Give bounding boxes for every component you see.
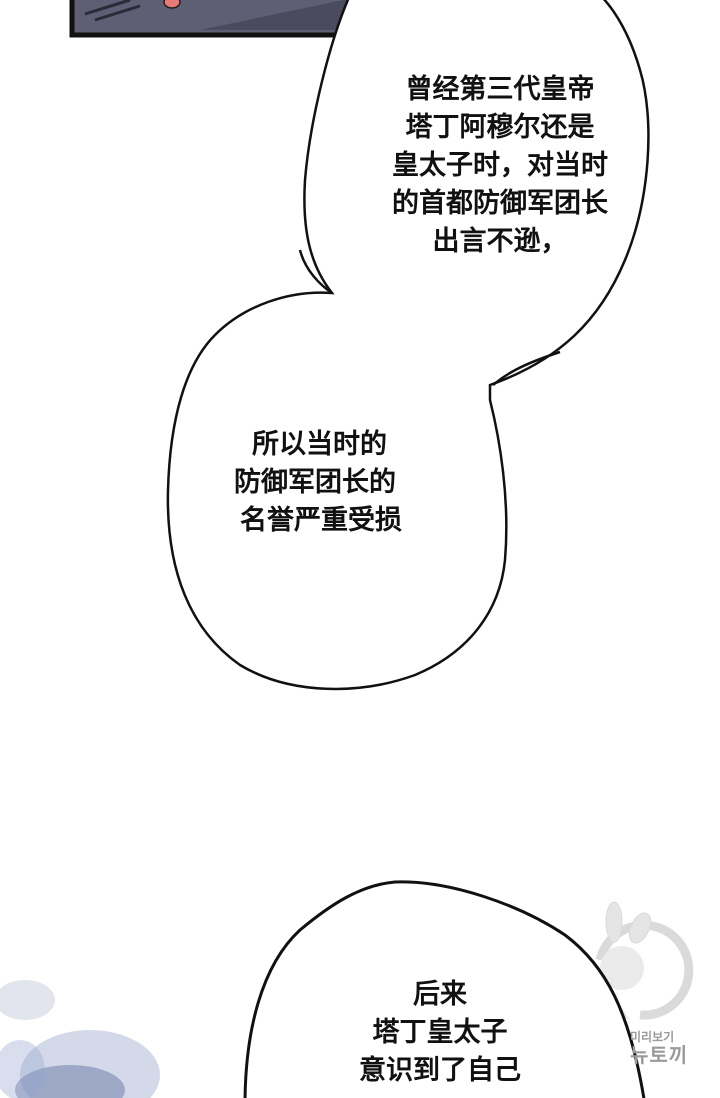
watermark-line-2: 뉴토끼 xyxy=(630,1043,689,1067)
bubble-2-line: 所以当时的 xyxy=(252,429,387,460)
halftone-splash xyxy=(0,980,160,1098)
bubble-3-text: 后来 塔丁皇太子 意识到了自己 xyxy=(330,976,550,1090)
bubble-1-line: 的首都防御军团长 xyxy=(392,188,608,219)
bubble-2-line: 名誉严重受损 xyxy=(240,505,402,536)
bubble-3-line: 意识到了自己 xyxy=(359,1055,521,1086)
bubble-2-line: 防御军团长的 xyxy=(234,467,396,498)
speech-bubble-1 xyxy=(166,0,650,691)
bubble-3-line: 后来 xyxy=(413,979,467,1010)
bubble-1-line: 塔丁阿穆尔还是 xyxy=(405,112,595,143)
speech-bubble-3 xyxy=(243,880,646,1098)
bubble-1-line: 皇太子时，对当时 xyxy=(392,150,608,181)
watermark-line-1: 미리보기 xyxy=(630,1030,675,1044)
watermark: 미리보기 뉴토끼 xyxy=(630,1030,688,1066)
top-panel-art xyxy=(69,0,362,38)
bubble-2-text: 所以当时的 防御军团长的 名誉严重受损 xyxy=(222,426,432,540)
bubble-1-text: 曾经第三代皇帝 塔丁阿穆尔还是 皇太子时，对当时 的首都防御军团长 出言不逊， xyxy=(360,71,640,261)
bubble-1-line: 曾经第三代皇帝 xyxy=(405,74,595,105)
bubble-3-line: 塔丁皇太子 xyxy=(372,1017,508,1048)
bubble-join-tail xyxy=(298,249,333,295)
bubble-1-line: 出言不逊， xyxy=(432,226,568,257)
